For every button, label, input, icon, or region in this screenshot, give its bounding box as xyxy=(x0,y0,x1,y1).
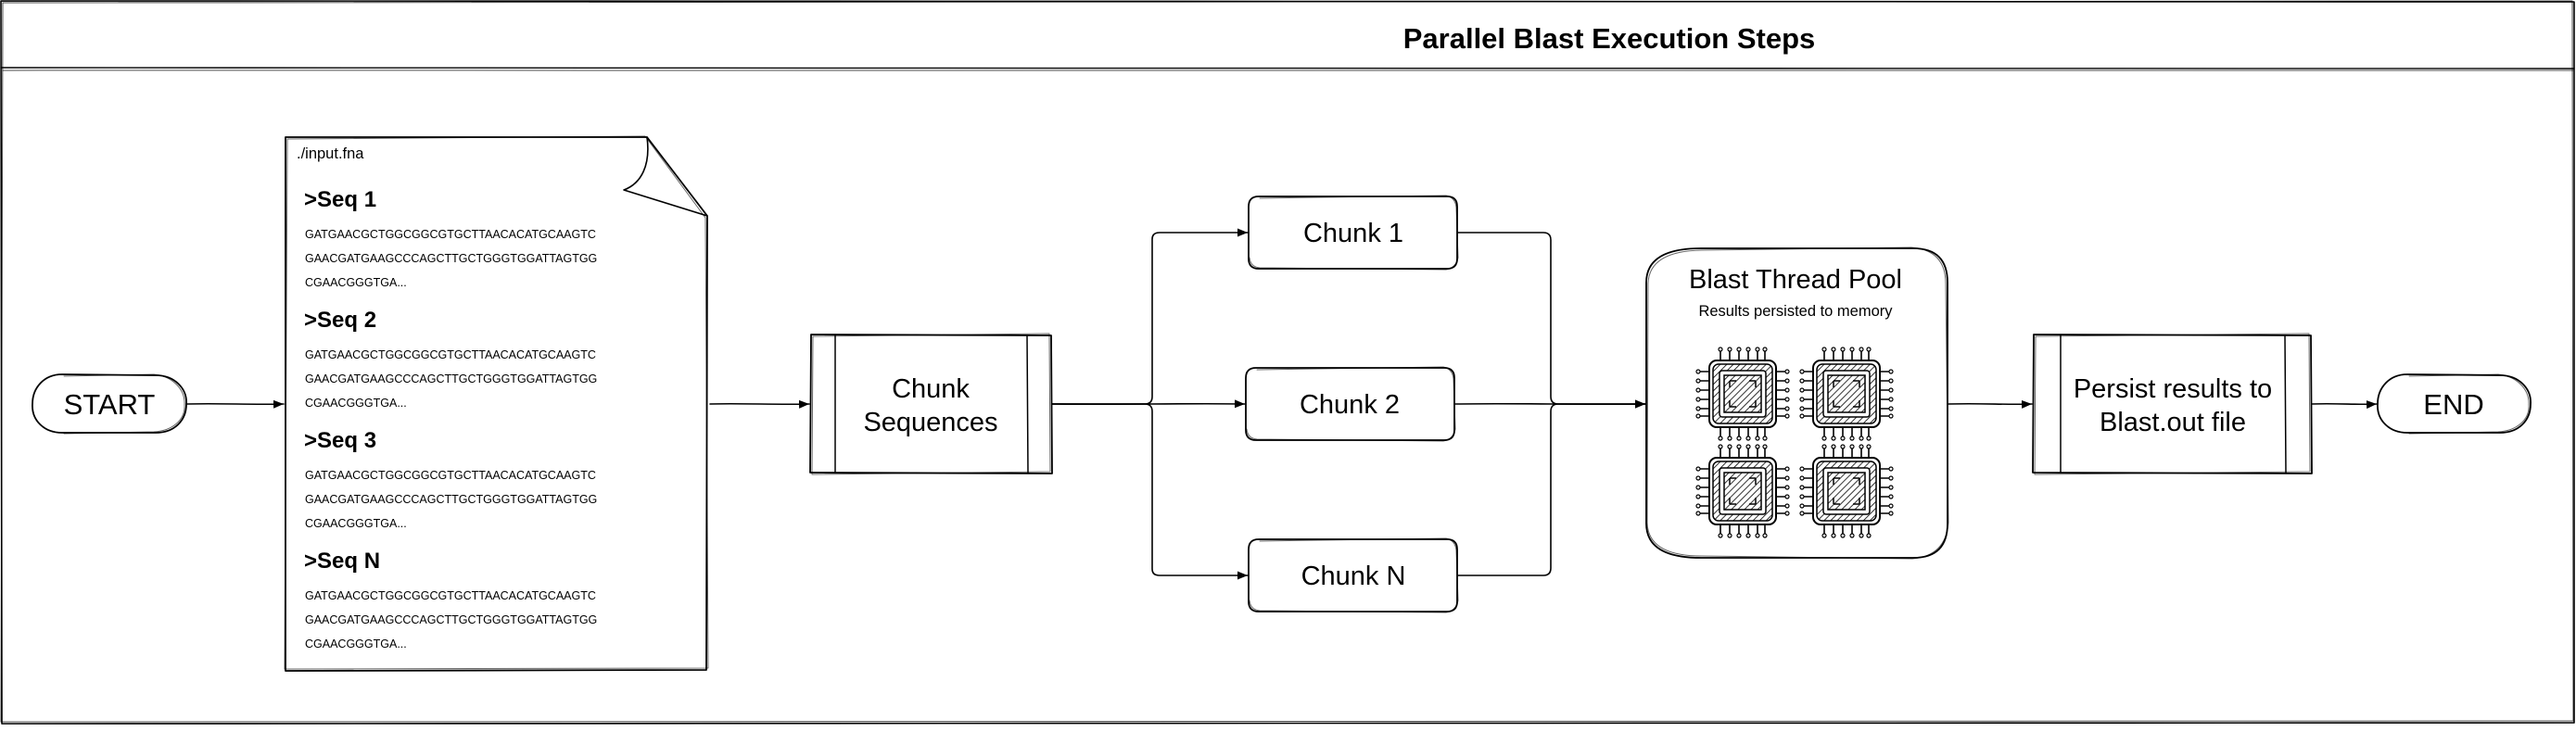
connector-arrow xyxy=(1051,403,1249,580)
persist-results-label: Blast.out file xyxy=(2100,408,2246,437)
chunk-box[interactable]: Chunk 1 xyxy=(1248,195,1459,271)
sequence-header: >Seq 2 xyxy=(304,308,376,333)
thread-pool-title: Blast Thread Pool xyxy=(1689,265,1902,295)
cpu-chip-icon xyxy=(1799,347,1894,441)
sequence-entry: >Seq 1 GATGAACGCTGGCGGCGTGCTTAACACATGCAA… xyxy=(304,187,597,289)
sequence-line: CGAACGGGTGA... xyxy=(305,397,407,410)
connector-arrow xyxy=(1457,232,1646,409)
cpu-chip-icon xyxy=(1695,444,1790,538)
sequence-line: CGAACGGGTGA... xyxy=(305,517,407,530)
cpu-chip-icon xyxy=(1799,444,1894,538)
sequence-line: GATGAACGCTGGCGGCGTGCTTAACACATGCAAGTC xyxy=(305,228,596,241)
chunk-label: Chunk 1 xyxy=(1303,219,1403,248)
connector-arrow xyxy=(186,399,285,409)
start-node[interactable]: START xyxy=(32,373,187,435)
sequence-header: >Seq N xyxy=(304,549,380,574)
sequence-line: GAACGATGAAGCCCAGCTTGCTGGGTGGATTAGTGG xyxy=(305,372,597,385)
diagram-title: Parallel Blast Execution Steps xyxy=(1403,22,1816,55)
input-filename: ./input.fna xyxy=(297,145,364,162)
end-node[interactable]: END xyxy=(2377,373,2532,435)
connector-arrow xyxy=(1457,399,1646,576)
sequence-line: GAACGATGAAGCCCAGCTTGCTGGGTGGATTAGTGG xyxy=(305,493,597,506)
sequence-line: GAACGATGAAGCCCAGCTTGCTGGGTGGATTAGTGG xyxy=(305,252,597,265)
chunk-label: Chunk 2 xyxy=(1300,390,1400,420)
sequence-entry: >Seq N GATGAACGCTGGCGGCGTGCTTAACACATGCAA… xyxy=(304,549,597,650)
persist-results-process[interactable]: Persist results to Blast.out file xyxy=(2032,333,2313,475)
persist-results-label: Persist results to xyxy=(2074,374,2272,404)
sequence-line: GATGAACGCTGGCGGCGTGCTTAACACATGCAAGTC xyxy=(305,469,596,482)
sequence-line: GAACGATGAAGCCCAGCTTGCTGGGTGGATTAGTGG xyxy=(305,613,597,626)
sequence-entry: >Seq 3 GATGAACGCTGGCGGCGTGCTTAACACATGCAA… xyxy=(304,428,597,530)
sequence-line: GATGAACGCTGGCGGCGTGCTTAACACATGCAAGTC xyxy=(305,348,596,361)
end-label: END xyxy=(2423,388,2483,421)
sequence-line: CGAACGGGTGA... xyxy=(305,276,407,289)
chunk-sequences-process[interactable]: Chunk Sequences xyxy=(809,333,1053,475)
connector-arrow xyxy=(1948,399,2033,409)
connectors xyxy=(186,228,2378,580)
cpu-chip-icon xyxy=(1695,347,1790,441)
chunk-box[interactable]: Chunk N xyxy=(1248,537,1459,613)
thread-pool-subtitle: Results persisted to memory xyxy=(1698,303,1893,320)
sequence-line: CGAACGGGTGA... xyxy=(305,638,407,650)
start-label: START xyxy=(64,388,156,421)
input-file-document[interactable]: ./input.fna >Seq 1 GATGAACGCTGGCGGCGTGCT… xyxy=(284,135,709,672)
connector-arrow xyxy=(709,399,810,409)
chunk-label: Chunk N xyxy=(1301,562,1406,591)
sequence-header: >Seq 1 xyxy=(304,187,376,212)
chunk-box[interactable]: Chunk 2 xyxy=(1245,366,1456,442)
blast-thread-pool[interactable]: Blast Thread Pool Results persisted to m… xyxy=(1645,246,1949,560)
connector-arrow xyxy=(2311,400,2378,410)
chunk-sequences-label: Sequences xyxy=(863,408,997,437)
sequence-entry: >Seq 2 GATGAACGCTGGCGGCGTGCTTAACACATGCAA… xyxy=(304,308,597,410)
sequence-line: GATGAACGCTGGCGGCGTGCTTAACACATGCAAGTC xyxy=(305,589,596,602)
sequence-header: >Seq 3 xyxy=(304,428,376,453)
chunk-sequences-label: Chunk xyxy=(892,374,970,404)
connector-arrow xyxy=(1051,228,1249,405)
